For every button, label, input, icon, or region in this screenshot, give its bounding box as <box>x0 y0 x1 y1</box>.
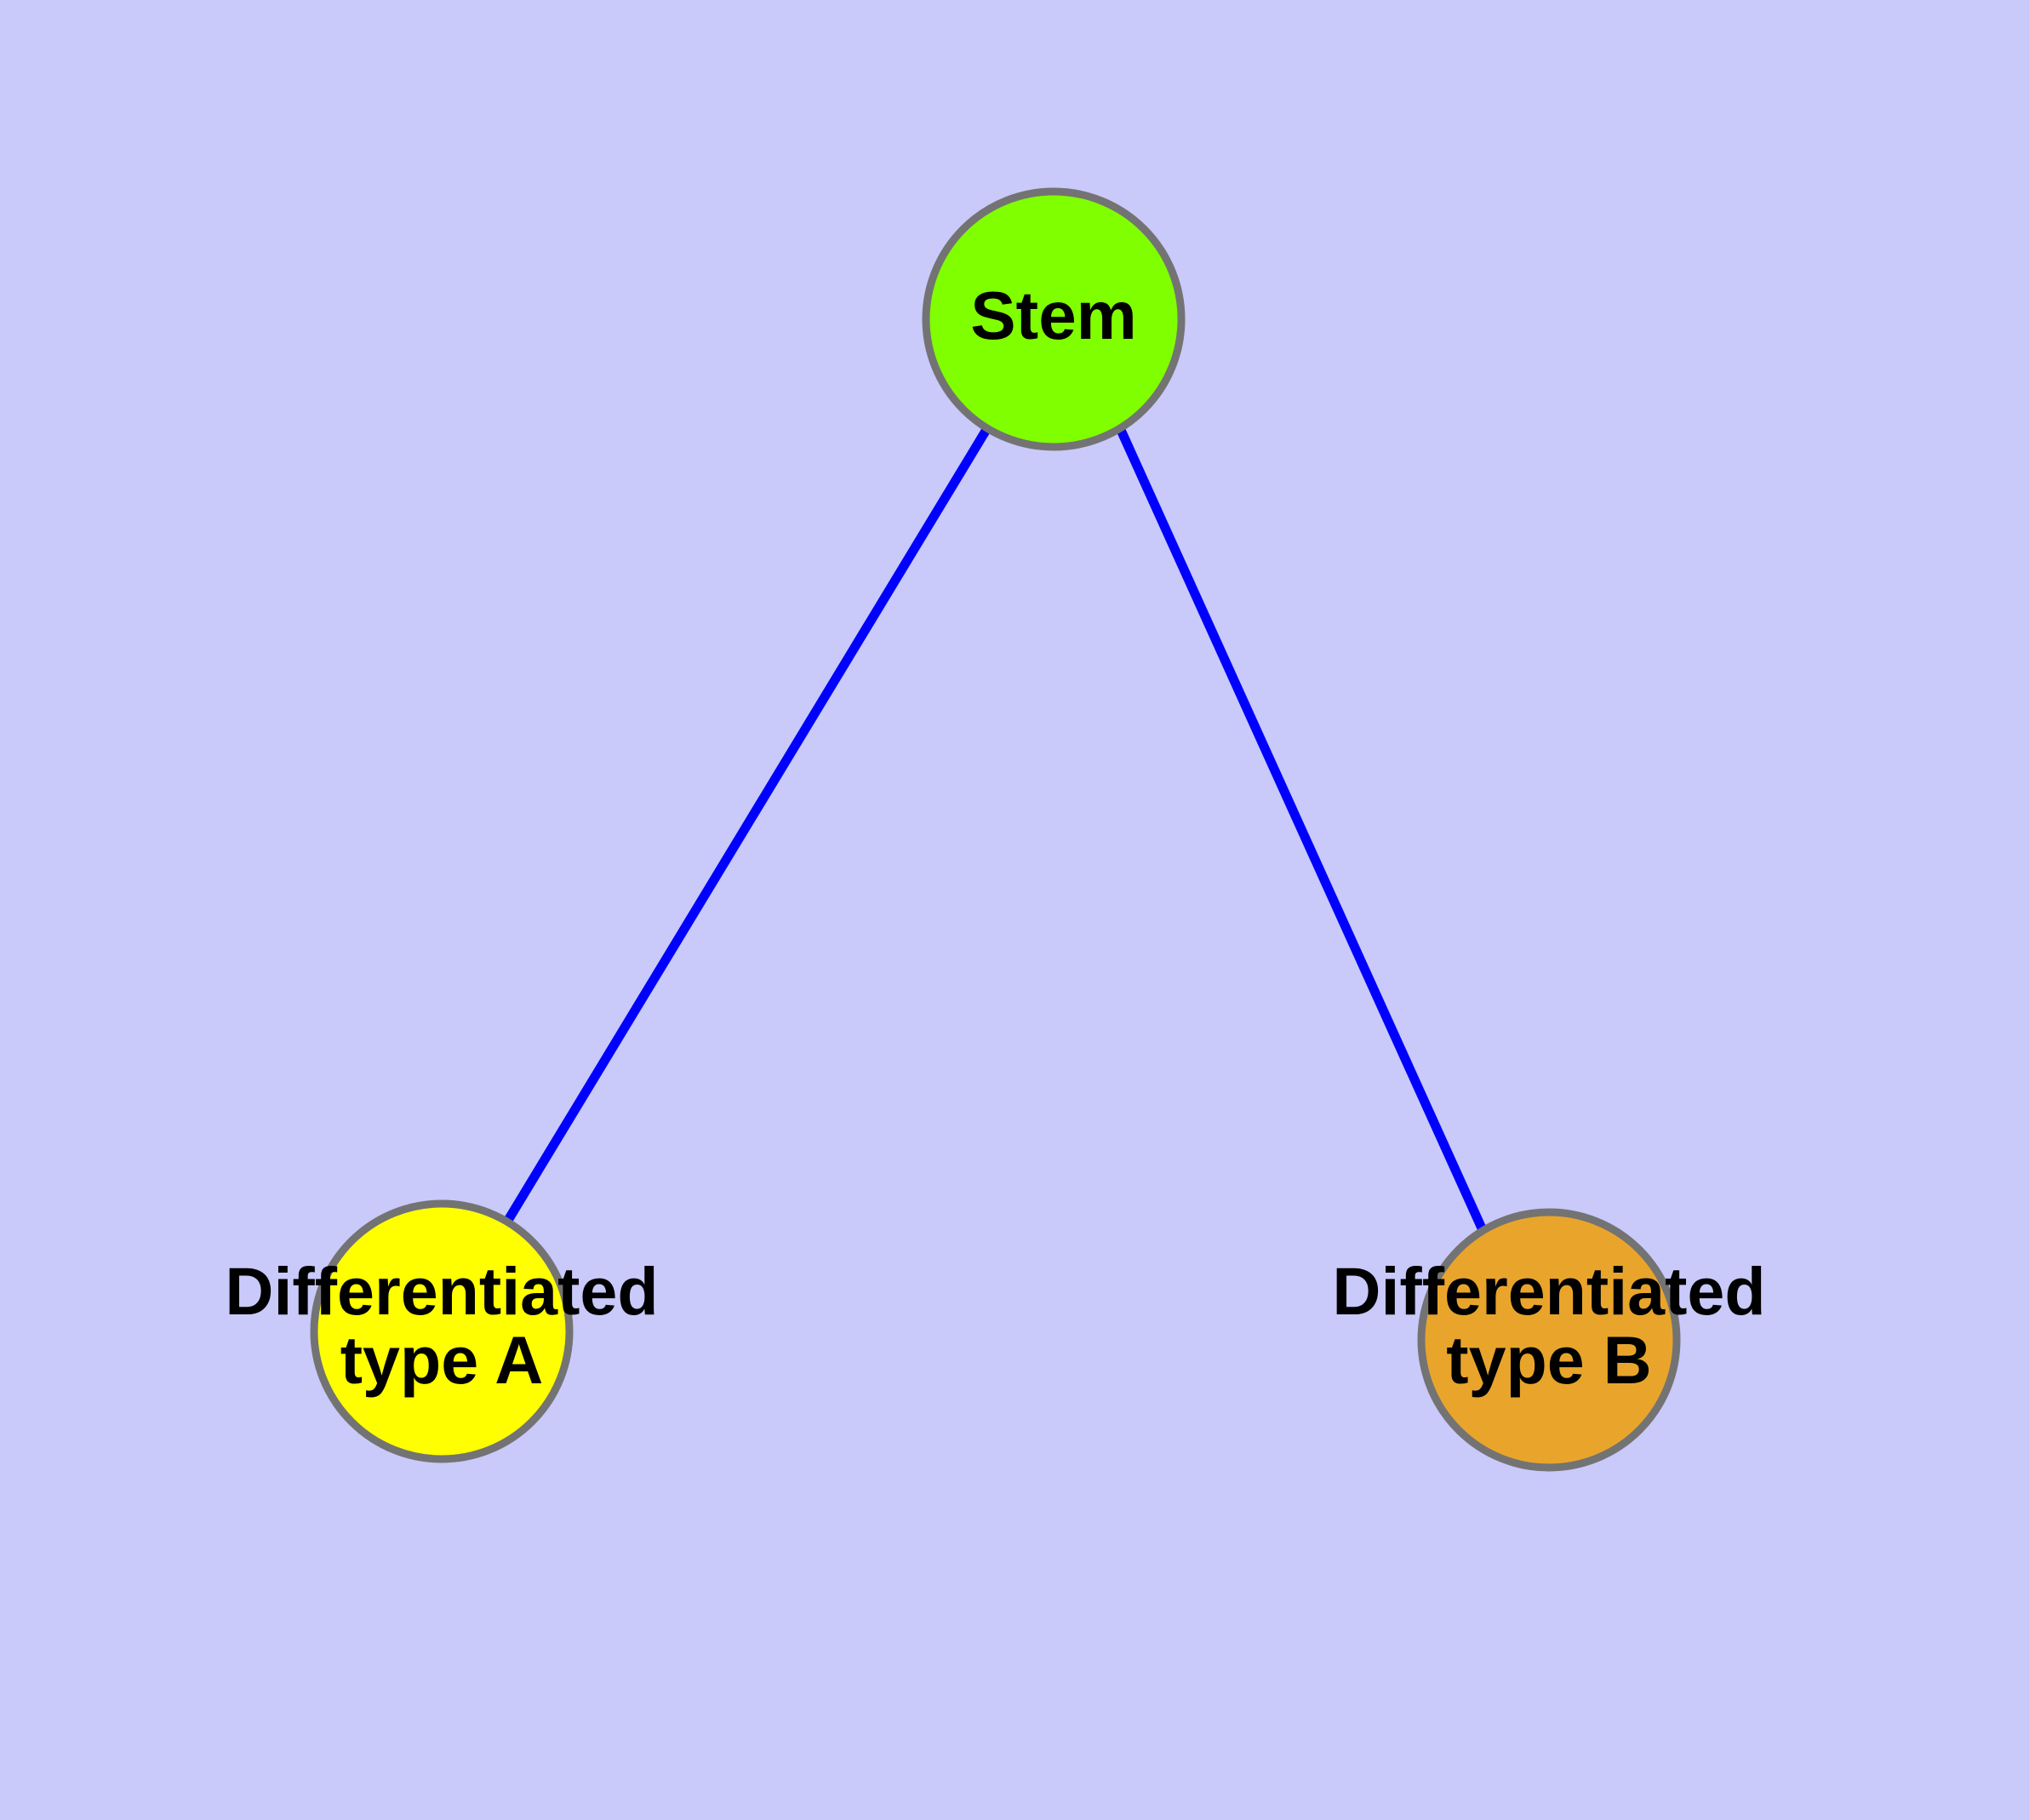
edge-stem-to-differentiated-a <box>503 426 992 1224</box>
edge-layer <box>503 426 1488 1233</box>
node-layer <box>310 187 1681 1472</box>
node-stem[interactable] <box>922 187 1186 451</box>
node-differentiated-type-a[interactable] <box>310 1199 574 1463</box>
node-differentiated-type-b[interactable] <box>1417 1208 1681 1472</box>
edge-stem-to-differentiated-b <box>1115 426 1488 1233</box>
